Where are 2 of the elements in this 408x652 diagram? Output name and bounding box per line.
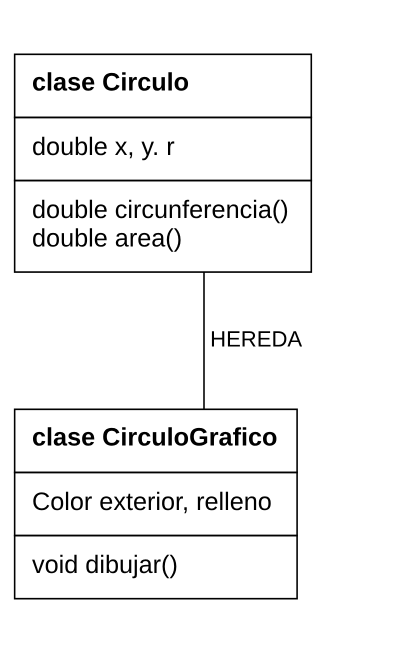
edge-label: HEREDA xyxy=(210,326,302,352)
connector xyxy=(203,272,205,409)
